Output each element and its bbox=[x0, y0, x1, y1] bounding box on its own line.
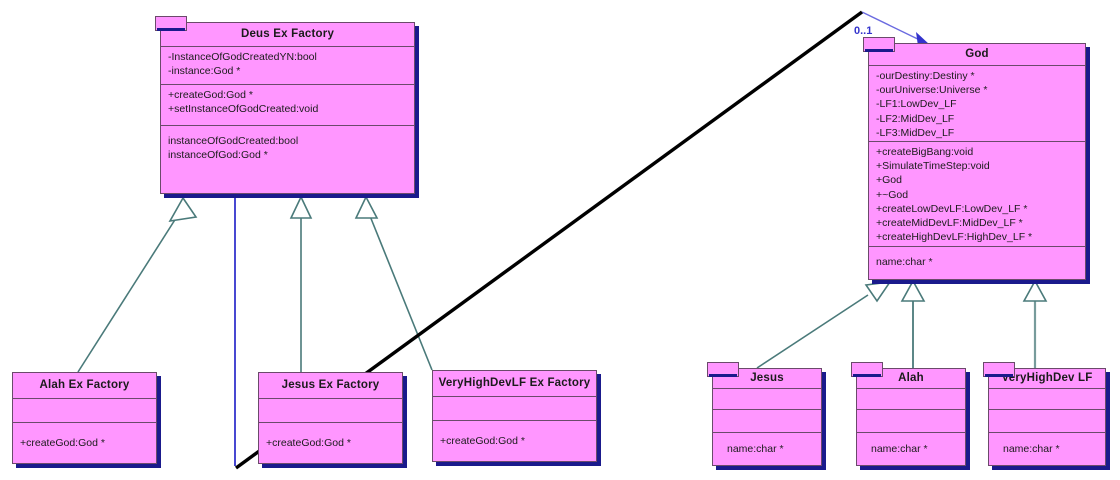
operations-compartment: +createGod:God * bbox=[259, 423, 402, 465]
attributes-compartment: -ourDestiny:Destiny * -ourUniverse:Unive… bbox=[869, 66, 1085, 142]
class-tab-icon bbox=[983, 362, 1015, 377]
association-deusexfactory-to-god bbox=[234, 11, 930, 466]
attributes-compartment: -InstanceOfGodCreatedYN:bool -instance:G… bbox=[161, 47, 414, 85]
operation-item: +SimulateTimeStep:void bbox=[876, 160, 990, 173]
generalization-veryhighdevlfexfactory-to-deusexfactory bbox=[354, 195, 433, 371]
class-veryhighdevlf-ex-factory[interactable]: VeryHighDevLF Ex Factory +createGod:God … bbox=[432, 370, 597, 462]
class-tab-icon bbox=[851, 362, 883, 377]
class-title-alah: Alah bbox=[857, 369, 965, 389]
operation-item: +createHighDevLF:HighDev_LF * bbox=[876, 231, 1033, 244]
operation-item: +~God bbox=[876, 188, 909, 201]
class-jesus[interactable]: Jesus name:char * bbox=[707, 362, 822, 467]
class-deus-ex-factory[interactable]: Deus Ex Factory -InstanceOfGodCreatedYN:… bbox=[155, 16, 415, 195]
class-title-god: God bbox=[869, 44, 1085, 66]
operation-item: +createBigBang:void bbox=[876, 146, 974, 158]
extra-item: name:char * bbox=[871, 443, 928, 455]
class-title-veryhighdevlf-ex-factory: VeryHighDevLF Ex Factory bbox=[433, 371, 596, 397]
extra-compartment: name:char * bbox=[857, 433, 965, 467]
attribute-item: -LF2:MidDev_LF bbox=[876, 112, 955, 125]
generalization-alah-to-god bbox=[900, 279, 926, 368]
operation-item: +createGod:God * bbox=[440, 435, 525, 447]
extra-compartment: name:char * bbox=[713, 433, 821, 467]
operations-compartment bbox=[713, 410, 821, 433]
operations-compartment: +createGod:God * bbox=[433, 421, 596, 463]
extra-compartment: name:char * bbox=[869, 247, 1085, 281]
attributes-compartment bbox=[259, 399, 402, 423]
class-tab-icon bbox=[707, 362, 739, 377]
operation-item: +createGod:God * bbox=[266, 437, 351, 449]
class-alah[interactable]: Alah name:char * bbox=[851, 362, 966, 467]
attributes-compartment bbox=[857, 389, 965, 410]
operations-compartment: +createGod:God * +setInstanceOfGodCreate… bbox=[161, 85, 414, 126]
class-title-alah-ex-factory: Alah Ex Factory bbox=[13, 373, 156, 399]
multiplicity-label-0-1: 0..1 bbox=[854, 25, 873, 37]
extra-compartment: instanceOfGodCreated:bool instanceOfGod:… bbox=[161, 126, 414, 195]
class-veryhighdev-lf[interactable]: VeryHighDev LF name:char * bbox=[983, 362, 1106, 467]
attributes-compartment bbox=[13, 399, 156, 423]
generalization-jesus-to-god bbox=[756, 280, 892, 369]
extra-item: name:char * bbox=[1003, 443, 1060, 455]
operation-item: +createGod:God * bbox=[168, 89, 253, 101]
class-title-jesus: Jesus bbox=[713, 369, 821, 389]
operations-compartment: +createBigBang:void +SimulateTimeStep:vo… bbox=[869, 142, 1085, 247]
class-title-deus-ex-factory: Deus Ex Factory bbox=[161, 23, 414, 47]
operation-item: +God bbox=[876, 174, 902, 187]
attribute-item: -LF3:MidDev_LF bbox=[876, 126, 955, 139]
generalization-alahexfactory-to-deusexfactory bbox=[77, 196, 198, 373]
attributes-compartment bbox=[433, 397, 596, 421]
attribute-item: -ourUniverse:Universe * bbox=[876, 84, 988, 97]
class-alah-ex-factory[interactable]: Alah Ex Factory +createGod:God * bbox=[12, 372, 157, 464]
extra-item: name:char * bbox=[876, 256, 933, 268]
class-tab-icon bbox=[863, 37, 895, 52]
operation-item: +setInstanceOfGodCreated:void bbox=[168, 103, 319, 116]
operation-item: +createGod:God * bbox=[20, 437, 105, 449]
attributes-compartment bbox=[989, 389, 1105, 410]
operations-compartment bbox=[857, 410, 965, 433]
attribute-item: -ourDestiny:Destiny * bbox=[876, 70, 975, 82]
operations-compartment bbox=[989, 410, 1105, 433]
attribute-item: -InstanceOfGodCreatedYN:bool bbox=[168, 51, 317, 63]
operation-item: +createLowDevLF:LowDev_LF * bbox=[876, 202, 1028, 215]
class-jesus-ex-factory[interactable]: Jesus Ex Factory +createGod:God * bbox=[258, 372, 403, 464]
extra-compartment: name:char * bbox=[989, 433, 1105, 467]
generalization-jesusexfactory-to-deusexfactory bbox=[289, 195, 313, 372]
class-god[interactable]: God -ourDestiny:Destiny * -ourUniverse:U… bbox=[863, 37, 1086, 281]
class-tab-icon bbox=[155, 16, 187, 31]
generalization-veryhighdevlf-to-god bbox=[1022, 279, 1048, 368]
extra-item: name:char * bbox=[727, 443, 784, 455]
attribute-item: -LF1:LowDev_LF bbox=[876, 98, 957, 111]
operation-item: +createMidDevLF:MidDev_LF * bbox=[876, 217, 1023, 230]
operations-compartment: +createGod:God * bbox=[13, 423, 156, 465]
attribute-item: -instance:God * bbox=[168, 65, 241, 78]
attributes-compartment bbox=[713, 389, 821, 410]
extra-item: instanceOfGodCreated:bool bbox=[168, 135, 299, 147]
class-title-veryhighdev-lf: VeryHighDev LF bbox=[989, 369, 1105, 389]
class-title-jesus-ex-factory: Jesus Ex Factory bbox=[259, 373, 402, 399]
extra-item: instanceOfGod:God * bbox=[168, 149, 268, 162]
